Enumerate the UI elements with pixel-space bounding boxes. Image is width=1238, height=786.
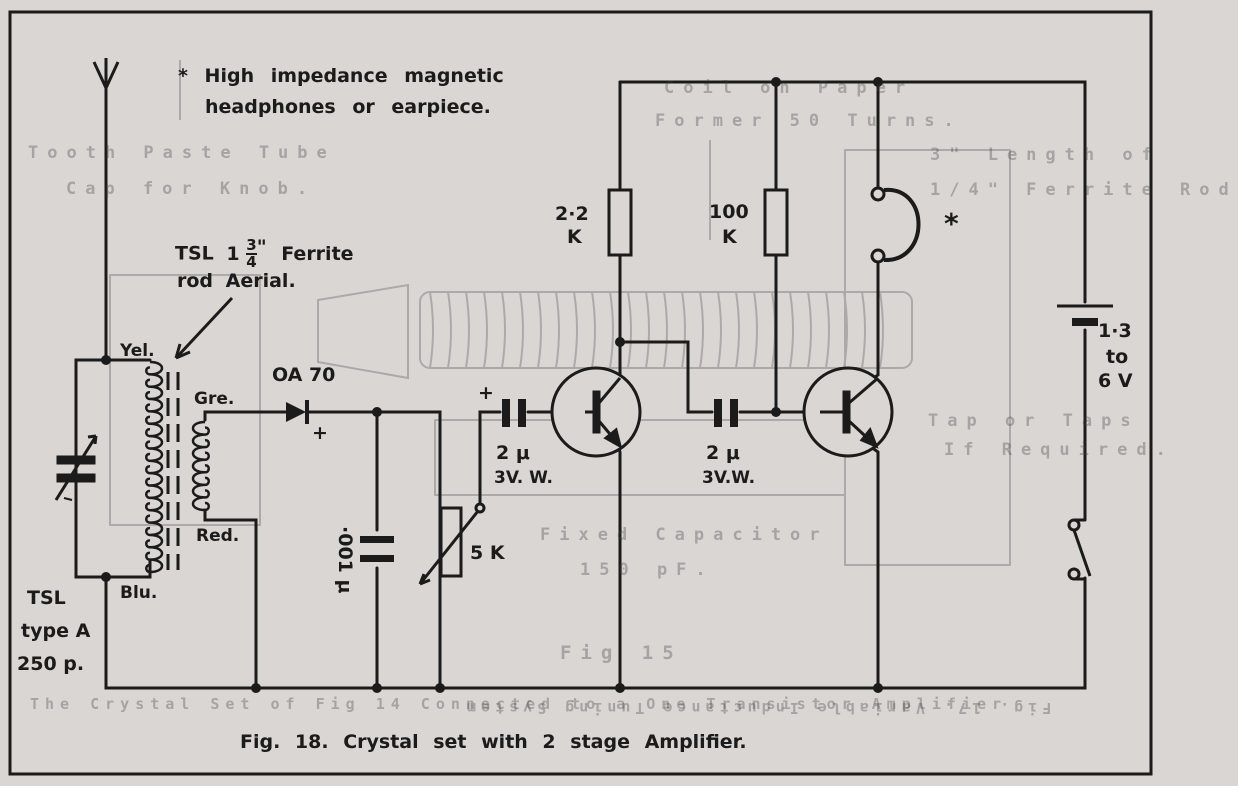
resistor-100k <box>763 188 789 257</box>
bleed-text-former: Former 50 Turns. <box>655 111 963 131</box>
potentiometer-5k <box>418 502 486 586</box>
coil-tap-yel: Yel. <box>120 341 155 361</box>
bleed-text-crystal-set-fig14: The Crystal Set of Fig 14 Connected to a… <box>30 695 1007 713</box>
ferrite-fraction-numerator: 3 <box>246 236 257 255</box>
coil-tap-blu: Blu. <box>120 583 158 603</box>
c1-plus-sign: + <box>478 382 494 404</box>
tuning-cap-label-line1: TSL <box>27 587 66 609</box>
coupling-capacitor-c1 <box>502 399 526 427</box>
ferrite-label-line1: TSL 1 3 4 " Ferrite <box>175 238 354 270</box>
coil-tap-gre: Gre. <box>194 389 235 409</box>
potentiometer-label: 5 K <box>470 542 505 564</box>
diode-label: OA 70 <box>272 364 336 386</box>
r2-unit: K <box>722 226 737 248</box>
switch-symbol <box>1067 518 1092 581</box>
ferrite-pointer-arrow <box>174 296 234 360</box>
bleed-text-fixed-capacitor: Fixed Capacitor <box>540 525 829 545</box>
coupling-capacitor-c2 <box>714 399 738 427</box>
ground-rail <box>104 575 1087 690</box>
c1-value: 2 μ <box>496 442 530 464</box>
r1-unit: K <box>567 226 582 248</box>
bleed-text-tap-or-taps: Tap or Taps <box>928 411 1140 431</box>
ferrite-label-prefix: TSL <box>175 242 214 265</box>
bleed-text-ferrite-rod: 1/4" Ferrite Rod <box>930 180 1238 200</box>
c2-rating: 3V.W. <box>702 468 756 488</box>
headphones-symbol <box>870 186 921 264</box>
headphones-asterisk: * <box>944 207 959 240</box>
bleed-text-pf: 150 pF. <box>580 560 715 580</box>
note-headphones-line1: * High impedance magnetic <box>178 65 504 87</box>
primary-coil <box>145 360 164 574</box>
battery-symbol <box>1057 304 1113 326</box>
ferrite-label-whole: 1 <box>226 242 240 265</box>
ferrite-label-line2: rod Aerial. <box>177 270 296 292</box>
tuning-cap-label-line2: type A <box>21 620 91 642</box>
bleed-text-coil-on-paper: Coil on Paper <box>664 78 915 98</box>
diode-oa70 <box>286 400 309 424</box>
ferrite-label-fraction: 3 4 <box>246 236 257 271</box>
c1-rating: 3V. W. <box>494 468 553 488</box>
capacitor-001-label: ·001 μ <box>334 526 356 594</box>
ferrite-core-lines <box>166 372 180 570</box>
ferrite-label-suffix: Ferrite <box>281 242 354 265</box>
r1-value: 2·2 <box>555 203 589 225</box>
capacitor-001 <box>360 536 394 562</box>
junction-dots <box>101 77 883 693</box>
ferrite-inch-mark: " <box>256 236 267 258</box>
tuning-cap-label-line3: 250 p. <box>17 653 85 675</box>
battery-label-line1: 1·3 <box>1098 320 1132 342</box>
bleed-text-tooth-paste: Tooth Paste Tube <box>28 143 336 163</box>
bleed-text-fig17: Fig. 17. Variable Inductance Tuning Syst… <box>462 699 1052 717</box>
variable-tuning-capacitor <box>54 434 98 577</box>
bleed-text-length-of: 3" Length of <box>930 145 1161 165</box>
secondary-coil <box>191 420 210 512</box>
battery-label-line3: 6 V <box>1098 370 1133 392</box>
battery-label-line2: to <box>1106 346 1129 368</box>
diode-plus-sign: + <box>312 422 328 444</box>
bleed-text-if-required: If Required. <box>944 440 1175 460</box>
c2-value: 2 μ <box>706 442 740 464</box>
bleed-text-fig15: Fig 15 <box>560 642 683 664</box>
note-headphones-line2: headphones or earpiece. <box>205 96 491 118</box>
resistor-2k2 <box>607 188 633 257</box>
ferrite-fraction-denominator: 4 <box>246 253 257 271</box>
transistor-q1 <box>550 366 642 458</box>
circuit-diagram <box>8 10 1153 776</box>
coil-tap-red: Red. <box>196 526 240 546</box>
page-frame <box>8 10 1153 776</box>
figure-caption: Fig. 18. Crystal set with 2 stage Amplif… <box>240 731 747 753</box>
bleed-through-drawing <box>109 60 1011 566</box>
r2-value: 100 <box>709 201 749 223</box>
transistor-q2 <box>802 366 894 458</box>
aerial-antenna-symbol <box>92 58 120 89</box>
bleed-text-cap-knob: Cap for Knob. <box>66 179 317 199</box>
